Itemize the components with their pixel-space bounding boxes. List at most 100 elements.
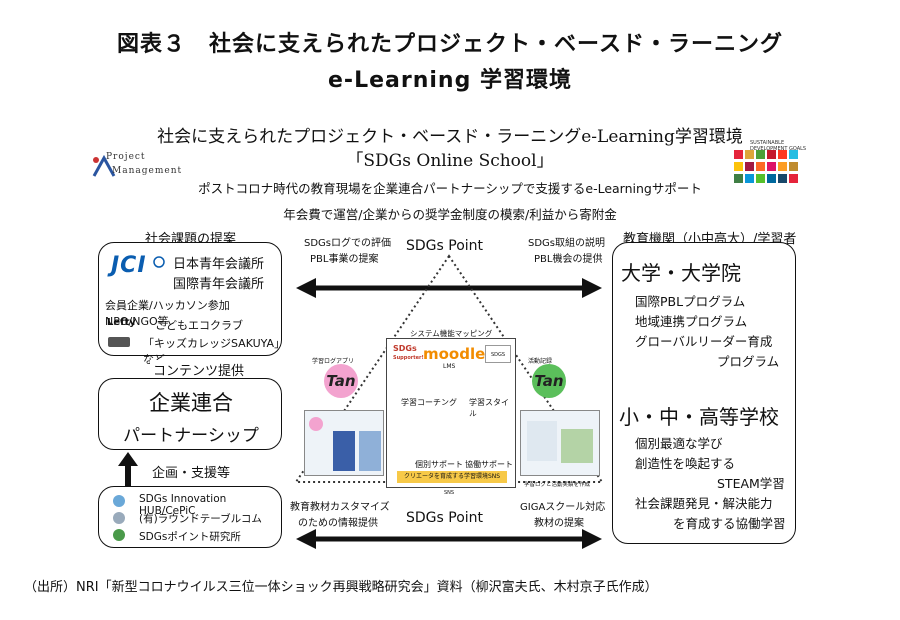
goals-tiles [728, 150, 808, 198]
top-right-note2: PBL機会の提供 [534, 254, 603, 265]
jci-line1: 日本青年会議所 [173, 257, 265, 272]
goal-tile [745, 150, 754, 159]
jci-logo-icon [153, 256, 165, 268]
goals-label: SUSTAINABLE DEVELOPMENT GOALS [750, 140, 807, 152]
bottom-caption: 学習ログと活動実績を作成 [524, 482, 591, 488]
top-left-note1: SDGsログでの評価 [304, 238, 392, 249]
support-org-box: SDGs Innovation HUB/CePiC (有)ラウンドテーブルコム … [98, 486, 282, 548]
sdgs-goals-grid: SUSTAINABLE DEVELOPMENT GOALS [728, 140, 808, 198]
pm-logo-icon [92, 154, 116, 177]
top-double-arrow [296, 278, 602, 298]
goal-tile [767, 150, 776, 159]
goal-tile [745, 162, 754, 171]
phone-screen-2 [359, 431, 381, 471]
moodle-logo: moodle [423, 345, 486, 363]
collab-support: 協働サポート [465, 460, 513, 469]
diagram-heading2: 「SDGs Online School」 [346, 151, 554, 171]
school-item-1: 創造性を喚起する [635, 456, 736, 471]
lab-line: SDGsポイント研究所 [139, 531, 241, 543]
indiv-support: 個別サポート [415, 460, 463, 469]
learning-style: 学習スタイル [469, 398, 509, 418]
org-logos-icon [113, 495, 125, 541]
company-box: 企業連合 パートナーシップ [98, 378, 282, 450]
report-screen [527, 421, 557, 461]
goal-tile [789, 174, 798, 183]
hub-line: SDGs Innovation HUB/CePiC [139, 493, 227, 517]
bottom-double-arrow [296, 529, 602, 549]
top-sdgs-point: SDGs Point [406, 238, 484, 254]
figure-title-line2: e-Learning 学習環境 [328, 68, 572, 93]
project-management-logo: Project Management [86, 148, 186, 188]
jci-logo: JCI [111, 253, 147, 278]
goal-tile [778, 174, 787, 183]
pm-logo-line2: Management [112, 166, 183, 176]
ict-label: ICT [461, 435, 470, 441]
pm-logo-line1: Project [106, 152, 146, 162]
figure-title-line1: 図表３ 社会に支えられたプロジェクト・ベースド・ラーニング [117, 32, 783, 57]
school-item-4: を育成する協働学習 [673, 516, 786, 531]
school-item-0: 個別最適な学び [635, 436, 723, 451]
personal-pbl-label: Personal PBL [439, 443, 468, 448]
right-screens-thumb [520, 410, 600, 476]
univ-item-2: グローバルリーダー育成 [635, 334, 773, 349]
sdgs-badge-text: SDGs [393, 344, 417, 353]
lefty-text: こどもエコクラブ [155, 319, 243, 332]
goal-tile [789, 150, 798, 159]
desc-line2: 年会費で運営/企業からの奨学金制度の模索/利益から寄附金 [283, 207, 617, 222]
team-pbl-label: Team PBL [479, 443, 501, 448]
company-sub: パートナーシップ [123, 426, 259, 446]
bottom-sdgs-point: SDGs Point [406, 510, 484, 526]
desc-line1: ポストコロナ時代の教育現場を企業連合パートナーシップで支援するe-Learnin… [198, 181, 702, 196]
tan-left-label: 学習ログアプリ [312, 358, 355, 365]
content-label: コンテンツ提供 [150, 360, 248, 379]
univ-title: 大学・大学院 [621, 261, 741, 285]
bottom-right-note1: GIGAスクール対応 [520, 502, 606, 513]
top-left-note2: PBL事業の提案 [310, 254, 379, 265]
lms-label: LMS [443, 363, 456, 370]
sdgs-badge: SDGs Supporter! [393, 344, 424, 367]
company-title: 企業連合 [149, 391, 233, 415]
edu-box: 大学・大学院 国際PBLプログラム 地域連携プログラム グローバルリーダー育成 … [612, 242, 796, 544]
univ-item-1: 地域連携プログラム [635, 314, 748, 329]
top-right-note1: SDGs取組の説明 [528, 238, 606, 249]
goal-tile [778, 150, 787, 159]
goal-tile [789, 162, 798, 171]
bottom-left-note1: 教育教材カスタマイズ [290, 502, 390, 513]
goal-tile [778, 162, 787, 171]
lefty-logo: Lefty [107, 317, 136, 328]
sdgs-small-logo: SDGS [485, 345, 511, 363]
rtc-line: (有)ラウンドテーブルコム [139, 513, 262, 525]
diagram-heading: 社会に支えられたプロジェクト・ベースド・ラーニングe-Learning学習環境 [157, 127, 743, 147]
coaching-label: Coaching [455, 409, 479, 415]
bottom-left-note2: のための情報提供 [298, 518, 378, 529]
up-arrow-icon [118, 452, 138, 486]
sns-bar: クリエータを育成する学習環境SNS [397, 471, 507, 483]
members-line: 会員企業/ハッカソン参加NPO/NGO等 [105, 299, 230, 328]
univ-item-3: プログラム [717, 354, 780, 369]
tan-right-label: 活動記録 [528, 358, 553, 365]
system-map-label: システム機能マッピング [410, 329, 493, 338]
school-title: 小・中・高等学校 [619, 405, 779, 429]
goal-tile [756, 150, 765, 159]
goal-tile [734, 150, 743, 159]
tan-right-icon: Tan [532, 364, 566, 398]
univ-item-0: 国際PBLプログラム [635, 294, 746, 309]
handshake-icon [108, 337, 130, 347]
goal-tile [767, 174, 776, 183]
jci-line2: 国際青年会議所 [173, 277, 265, 292]
plan-label: 企画・支援等 [152, 466, 231, 481]
goal-tile [745, 174, 754, 183]
goal-tile [767, 162, 776, 171]
lms-panel: SDGs Supporter! moodle LMS SDGS 学習コーチング … [386, 338, 516, 488]
school-item-2: STEAM学習 [717, 476, 785, 491]
left-screens-thumb [304, 410, 384, 476]
bottom-right-note2: 教材の提案 [534, 518, 584, 529]
learning-coach: 学習コーチング [401, 398, 457, 407]
goal-tile [756, 174, 765, 183]
tan-left-icon: Tan [324, 364, 358, 398]
goal-tile [756, 162, 765, 171]
sns-label: SNS [444, 490, 455, 496]
footnote: （出所）NRI「新型コロナウイルス三位一体ショック再興戦略研究会」資料（柳沢富夫… [24, 580, 658, 595]
school-item-3: 社会課題発見・解決能力 [635, 496, 773, 511]
goal-tile [734, 174, 743, 183]
